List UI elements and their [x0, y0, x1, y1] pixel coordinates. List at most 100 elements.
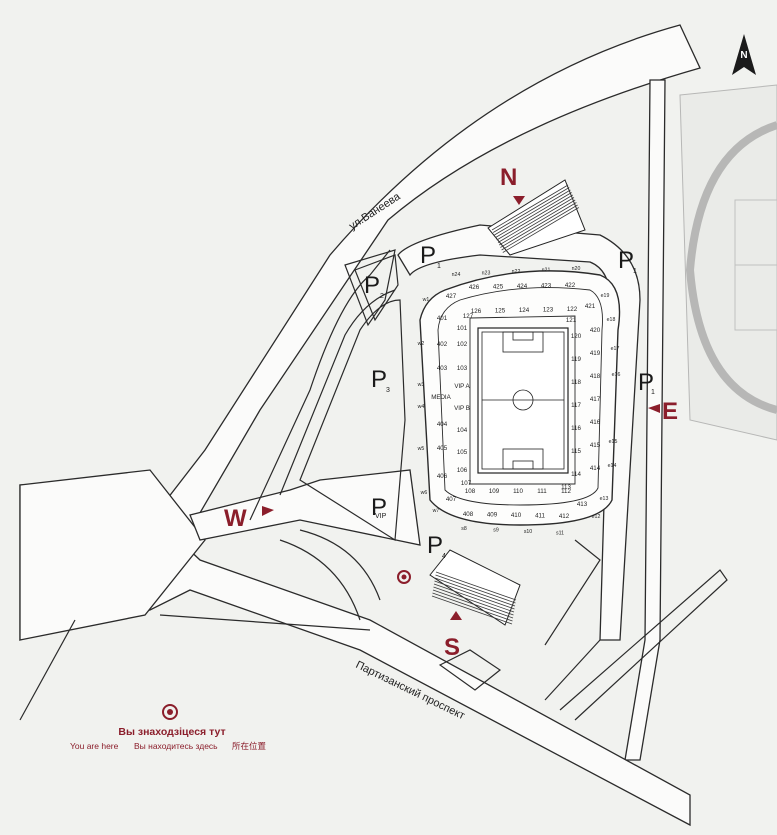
entrance-north[interactable]: N: [500, 164, 525, 205]
section-label: 412: [559, 513, 570, 520]
parking-p1-east[interactable]: P 1: [638, 369, 655, 396]
section-label: 102: [457, 341, 468, 348]
entrance-west[interactable]: W: [224, 505, 274, 532]
gate-label: w2: [418, 341, 425, 347]
section-label: 403: [437, 365, 448, 372]
svg-text:P: P: [371, 494, 387, 521]
parking-p1-north[interactable]: P 1: [420, 242, 441, 270]
svg-text:1: 1: [651, 389, 655, 396]
section-label: 108: [465, 488, 476, 495]
section-label: 119: [571, 356, 581, 363]
section-label: 106: [457, 467, 468, 474]
svg-text:S: S: [444, 634, 460, 661]
section-label: 422: [565, 282, 576, 289]
you-are-here-icon: [162, 704, 178, 720]
gate-label: w6: [421, 490, 428, 496]
section-label: 105: [457, 449, 468, 456]
section-label: 410: [511, 512, 522, 519]
section-label: 420: [590, 327, 601, 334]
section-label: 125: [495, 308, 506, 315]
section-label: 407: [446, 496, 457, 503]
section-label: 104: [457, 427, 468, 434]
section-label: 115: [571, 448, 581, 455]
road-west-link: [189, 469, 421, 546]
gate-label: e13: [600, 496, 609, 502]
section-label: 118: [571, 379, 581, 386]
svg-text:E: E: [662, 398, 678, 425]
legend-title: Вы знаходзіцеся тут: [118, 726, 225, 738]
entrance-east[interactable]: E: [648, 398, 678, 425]
gate-label: s11: [556, 531, 564, 537]
section-label: 415: [590, 442, 601, 449]
entrance-south[interactable]: S: [444, 611, 462, 661]
gate-label: w1: [423, 297, 430, 303]
section-label: 423: [541, 283, 552, 290]
gate-label: n24: [452, 272, 461, 278]
parking-p3[interactable]: P 3: [371, 366, 390, 394]
section-label: VIP B: [454, 405, 470, 412]
svg-text:P: P: [638, 369, 654, 396]
section-label: 424: [517, 283, 528, 290]
gate-label: n21: [542, 268, 551, 274]
section-label: 419: [590, 350, 601, 357]
legend: Вы знаходзіцеся тут You are here Вы нахо…: [70, 704, 267, 751]
svg-text:P: P: [371, 366, 387, 393]
gate-label: s8: [461, 526, 467, 532]
legend-ru: Вы находитесь здесь: [134, 741, 218, 751]
section-label: 421: [585, 303, 596, 310]
parking-p1-northeast[interactable]: P 1: [618, 247, 637, 275]
gate-label: e14: [608, 463, 617, 469]
svg-text:2: 2: [380, 293, 384, 300]
section-label: 425: [493, 284, 504, 291]
section-label: 409: [487, 512, 498, 519]
section-label: 114: [571, 471, 581, 478]
svg-text:3: 3: [386, 387, 390, 394]
section-label: 408: [463, 511, 474, 518]
section-label: 109: [489, 488, 500, 495]
section-label: 126: [471, 308, 482, 315]
gate-label: n20: [572, 266, 581, 272]
gate-label: e16: [612, 372, 621, 378]
parking-p4[interactable]: P 4: [427, 532, 446, 560]
north-arrow-icon: N: [732, 34, 756, 75]
section-label: 406: [437, 473, 448, 480]
gate-label: e12: [592, 514, 601, 520]
gate-label: e17: [611, 346, 620, 352]
svg-text:N: N: [500, 164, 517, 191]
section-label: 413: [577, 501, 588, 508]
svg-text:1: 1: [437, 263, 441, 270]
svg-text:W: W: [224, 505, 247, 532]
section-label: 414: [590, 465, 601, 472]
compass-label: N: [740, 50, 747, 61]
section-label: 113: [561, 484, 571, 491]
section-label: VIP A: [454, 383, 470, 390]
section-label: 123: [543, 307, 554, 314]
section-label: 116: [571, 425, 581, 432]
svg-text:P: P: [420, 242, 436, 269]
section-label: 111: [537, 488, 547, 495]
section-label: 121: [566, 317, 577, 324]
section-label: 103: [457, 365, 468, 372]
football-pitch: [477, 327, 569, 474]
section-label: MEDIA: [431, 394, 451, 401]
section-label: 124: [519, 307, 530, 314]
section-label: 405: [437, 445, 448, 452]
you-are-here-icon: [397, 570, 411, 584]
svg-text:P: P: [618, 247, 634, 274]
svg-text:P: P: [364, 272, 380, 299]
svg-text:1: 1: [633, 268, 637, 275]
section-label: 401: [437, 315, 448, 322]
svg-text:VIP: VIP: [375, 513, 387, 520]
section-label: 117: [571, 402, 581, 409]
parking-pvip[interactable]: P VIP: [371, 494, 387, 521]
section-label: 404: [437, 421, 448, 428]
section-label: 416: [590, 419, 601, 426]
gate-label: w5: [418, 446, 425, 452]
svg-text:P: P: [427, 532, 443, 559]
parking-p2[interactable]: P 2: [364, 272, 384, 300]
section-label: 112: [561, 488, 571, 495]
road-northeast: [624, 79, 666, 761]
gate-label: w3: [418, 382, 425, 388]
